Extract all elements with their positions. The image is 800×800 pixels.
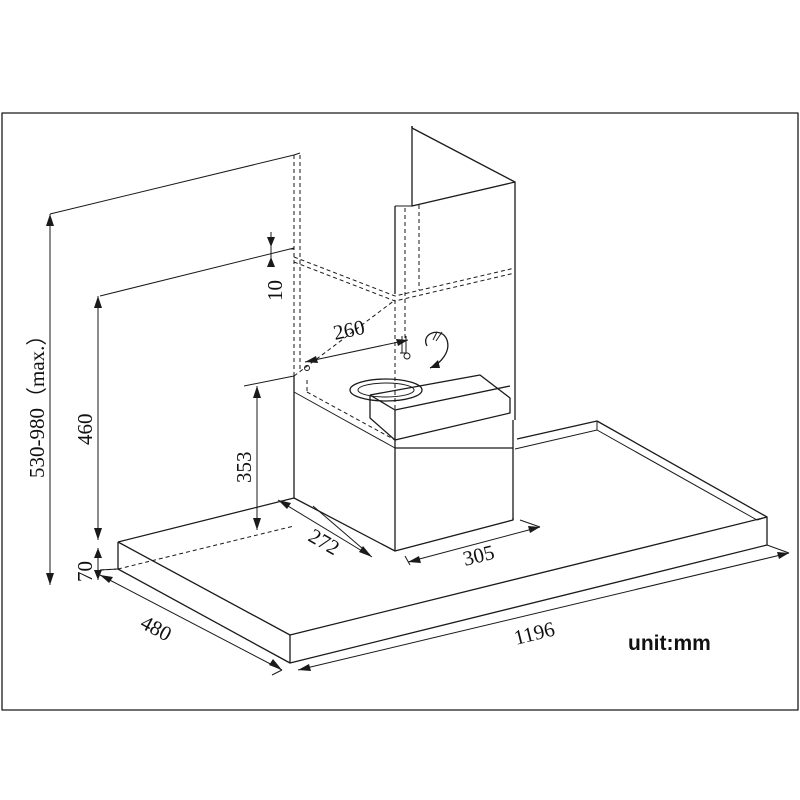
lower-body [293, 376, 514, 551]
dim-canopy-depth: 480 [137, 610, 176, 646]
dim-canopy-thickness: 70 [73, 561, 97, 582]
dim-outlet-offset: 260 [331, 315, 367, 345]
dim-canopy-width: 1196 [511, 617, 557, 650]
dim-chimney-height: 460 [73, 414, 97, 446]
dim-body-depth: 272 [305, 524, 344, 561]
dimension-lines [46, 214, 790, 671]
duct-outlet [349, 378, 423, 402]
chimney [293, 126, 516, 440]
drawing-frame [1, 112, 799, 711]
motor-housing [304, 331, 511, 448]
unit-label: unit:mm [628, 632, 711, 655]
dim-top-gap: 10 [263, 280, 287, 301]
dim-overall-height: 530-980（max.） [25, 325, 49, 478]
extension-lines [49, 154, 790, 676]
dim-body-width: 305 [460, 540, 496, 571]
dim-body-height: 353 [232, 452, 256, 484]
